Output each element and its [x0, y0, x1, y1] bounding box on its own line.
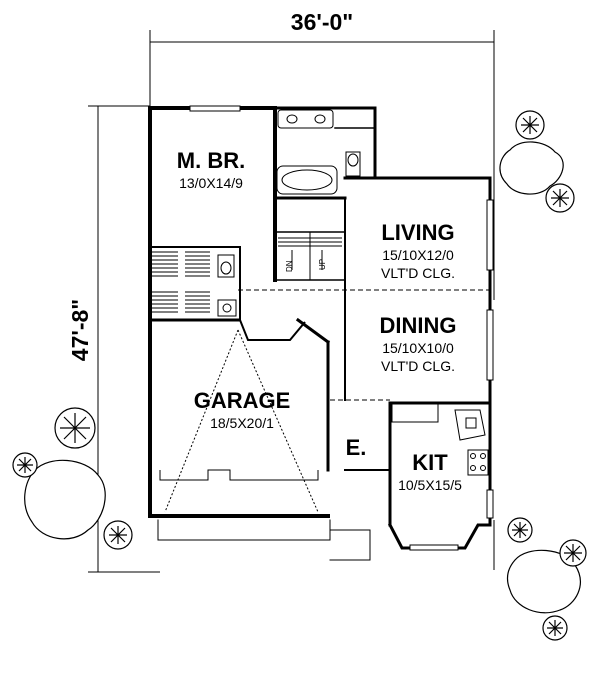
- garage-size: 18/5X20/1: [210, 415, 274, 431]
- tree-icon: [499, 110, 575, 213]
- dining-size: 15/10X10/0: [382, 340, 454, 356]
- living-size: 15/10X12/0: [382, 247, 454, 263]
- stair-up-label: UP: [318, 259, 327, 270]
- stair-down-label: DN: [285, 260, 294, 272]
- windows: [189, 105, 494, 551]
- dashed-lines: [238, 289, 490, 401]
- living-note: VLT'D CLG.: [381, 265, 455, 281]
- closet-hatching: [150, 251, 210, 313]
- dining-label: DINING: [380, 313, 457, 338]
- width-dimension: 36'-0": [291, 9, 353, 35]
- bath-fixtures: [217, 109, 361, 317]
- entry-label: E.: [346, 435, 367, 460]
- garage-label: GARAGE: [194, 388, 291, 413]
- dining-note: VLT'D CLG.: [381, 358, 455, 374]
- garage-details: [159, 319, 319, 513]
- kitchen-label: KIT: [412, 450, 448, 475]
- master-bedroom-size: 13/0X14/9: [179, 175, 243, 191]
- kitchen-fixtures: [391, 403, 489, 476]
- stair-treads: [278, 232, 342, 280]
- tree-icon: [12, 407, 133, 550]
- kitchen-size: 10/5X15/5: [398, 477, 462, 493]
- tree-icon: [506, 517, 587, 641]
- master-bedroom-label: M. BR.: [177, 148, 245, 173]
- walls: [148, 106, 492, 561]
- depth-dimension: 47'-8": [67, 299, 93, 361]
- living-label: LIVING: [381, 220, 454, 245]
